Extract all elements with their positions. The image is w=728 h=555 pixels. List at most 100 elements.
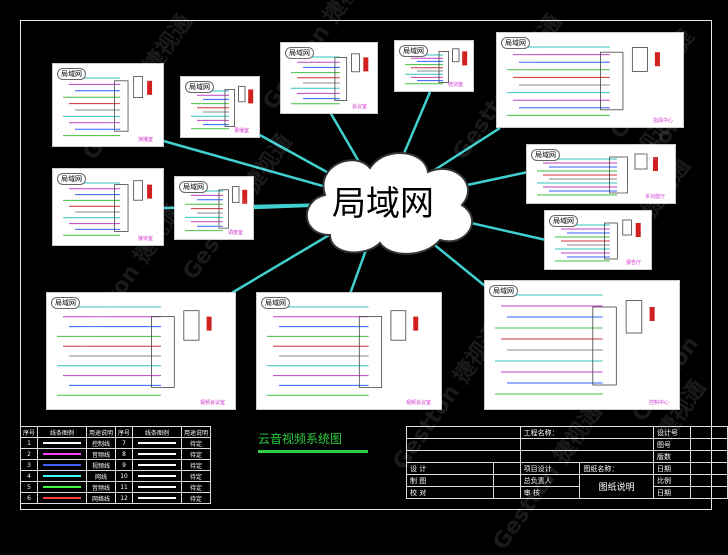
subsystem-caption: 视频会议室 — [199, 400, 225, 406]
legend-index: 3 — [19, 459, 39, 471]
legend-index: 9 — [115, 459, 134, 471]
legend-index: 1 — [19, 437, 39, 449]
legend-line-swatch — [132, 459, 183, 471]
subsystem-header: 局域网 — [261, 297, 290, 309]
legend-line-swatch — [37, 448, 88, 460]
subsystem-box-n7: 局域网报告厅 — [544, 210, 652, 270]
subsystem-caption: 培训室 — [447, 82, 463, 88]
subsystem-caption: 多功能厅 — [644, 194, 665, 200]
tb-cell — [690, 450, 728, 463]
schematic — [63, 76, 153, 137]
design-no-label: 设计号 — [653, 426, 691, 439]
legend-index: 5 — [19, 481, 39, 493]
legend-index: 8 — [115, 448, 134, 460]
tb-cell — [493, 474, 521, 487]
legend-header: 用途说明 — [86, 426, 117, 438]
subsystem-caption: 报告厅 — [625, 260, 641, 266]
diagram-title: 云音视频系统图 — [258, 432, 343, 446]
subsystem-header: 局域网 — [501, 37, 530, 49]
legend-desc: 待定 — [181, 448, 212, 460]
check-label: 校 对 — [405, 486, 495, 499]
tb-cell — [406, 450, 521, 463]
schematic — [57, 306, 212, 396]
legend-desc: 待定 — [181, 470, 212, 482]
drawing-no-label: 图号 — [653, 438, 691, 451]
subsystem-box-n1: 局域网演播室 — [52, 63, 164, 147]
tb-cell — [406, 426, 521, 439]
legend-header: 序号 — [115, 426, 134, 438]
tb-cell — [690, 474, 728, 487]
schematic — [63, 180, 153, 236]
legend-desc: 网络线 — [86, 492, 117, 504]
subsystem-box-n8: 局域网接待室 — [52, 168, 164, 246]
drawing-frame — [20, 20, 712, 510]
tb-cell — [690, 462, 728, 475]
legend-header: 线条图例 — [37, 426, 88, 438]
legend-desc: 音频线 — [86, 481, 117, 493]
lan-cloud — [305, 152, 474, 255]
legend-index: 12 — [115, 492, 134, 504]
network-links — [159, 91, 547, 296]
legend-line-swatch — [132, 448, 183, 460]
schematic — [185, 186, 248, 232]
diagram-title-underline — [258, 450, 368, 453]
legend-line-swatch — [132, 481, 183, 493]
subsystem-caption: 演播室 — [137, 137, 153, 143]
tb-cell — [519, 450, 655, 463]
ratio-label: 比例 — [653, 474, 691, 487]
drawing-name-label: 图纸名称： — [579, 462, 654, 475]
tb-cell — [493, 486, 521, 499]
legend-line-swatch — [132, 470, 183, 482]
schematic — [291, 53, 369, 105]
legend-header: 线条图例 — [132, 426, 183, 438]
legend-line-swatch — [37, 481, 88, 493]
date-label: 日期 — [653, 462, 691, 475]
subsystem-caption: 接待室 — [137, 236, 153, 242]
subsystem-caption: 指挥中心 — [652, 118, 673, 124]
subsystem-header: 局域网 — [57, 173, 86, 185]
schematic — [267, 306, 419, 396]
subsystem-header: 局域网 — [549, 215, 578, 227]
title-block-table: 工程名称： 设计号 图号 版数 设 计 项目设计 图纸名称： 日期 制 图 总负… — [405, 426, 728, 499]
subsystem-box-n11: 局域网视频会议室 — [256, 292, 442, 410]
legend-index: 7 — [115, 437, 134, 449]
subsystem-box-n6: 局域网多功能厅 — [526, 144, 676, 204]
version-label: 版数 — [653, 450, 691, 463]
subsystem-box-n12: 局域网控制中心 — [484, 280, 680, 410]
subsystem-header: 局域网 — [57, 68, 86, 80]
legend-line-swatch — [37, 437, 88, 449]
subsystem-caption: 控制中心 — [648, 400, 669, 406]
subsystem-box-n4: 局域网培训室 — [394, 40, 474, 92]
legend-index: 6 — [19, 492, 39, 504]
date2-label: 日期 — [653, 486, 691, 499]
subsystem-caption: 录播室 — [233, 128, 249, 134]
legend-desc: 音频线 — [86, 448, 117, 460]
tb-cell — [519, 438, 655, 451]
legend-line-swatch — [132, 437, 183, 449]
subsystem-box-n3: 局域网会议室 — [280, 42, 378, 114]
schematic — [537, 153, 658, 196]
legend-desc: 视频线 — [86, 459, 117, 471]
subsystem-header: 局域网 — [531, 149, 560, 161]
legend-line-swatch — [37, 492, 88, 504]
project-design-label: 项目设计 — [519, 462, 581, 475]
design-label: 设 计 — [405, 462, 495, 475]
legend-index: 10 — [115, 470, 134, 482]
drawing-name: 图纸说明 — [579, 474, 654, 499]
subsystem-box-n10: 局域网视频会议室 — [46, 292, 236, 410]
tb-cell — [690, 486, 728, 499]
tb-cell — [690, 426, 728, 439]
subsystem-caption: 视频会议室 — [405, 400, 431, 406]
legend-desc: 待定 — [181, 437, 212, 449]
legend-line-swatch — [132, 492, 183, 504]
subsystem-header: 局域网 — [489, 285, 518, 297]
subsystem-header: 局域网 — [51, 297, 80, 309]
legend-desc: 控制线 — [86, 437, 117, 449]
